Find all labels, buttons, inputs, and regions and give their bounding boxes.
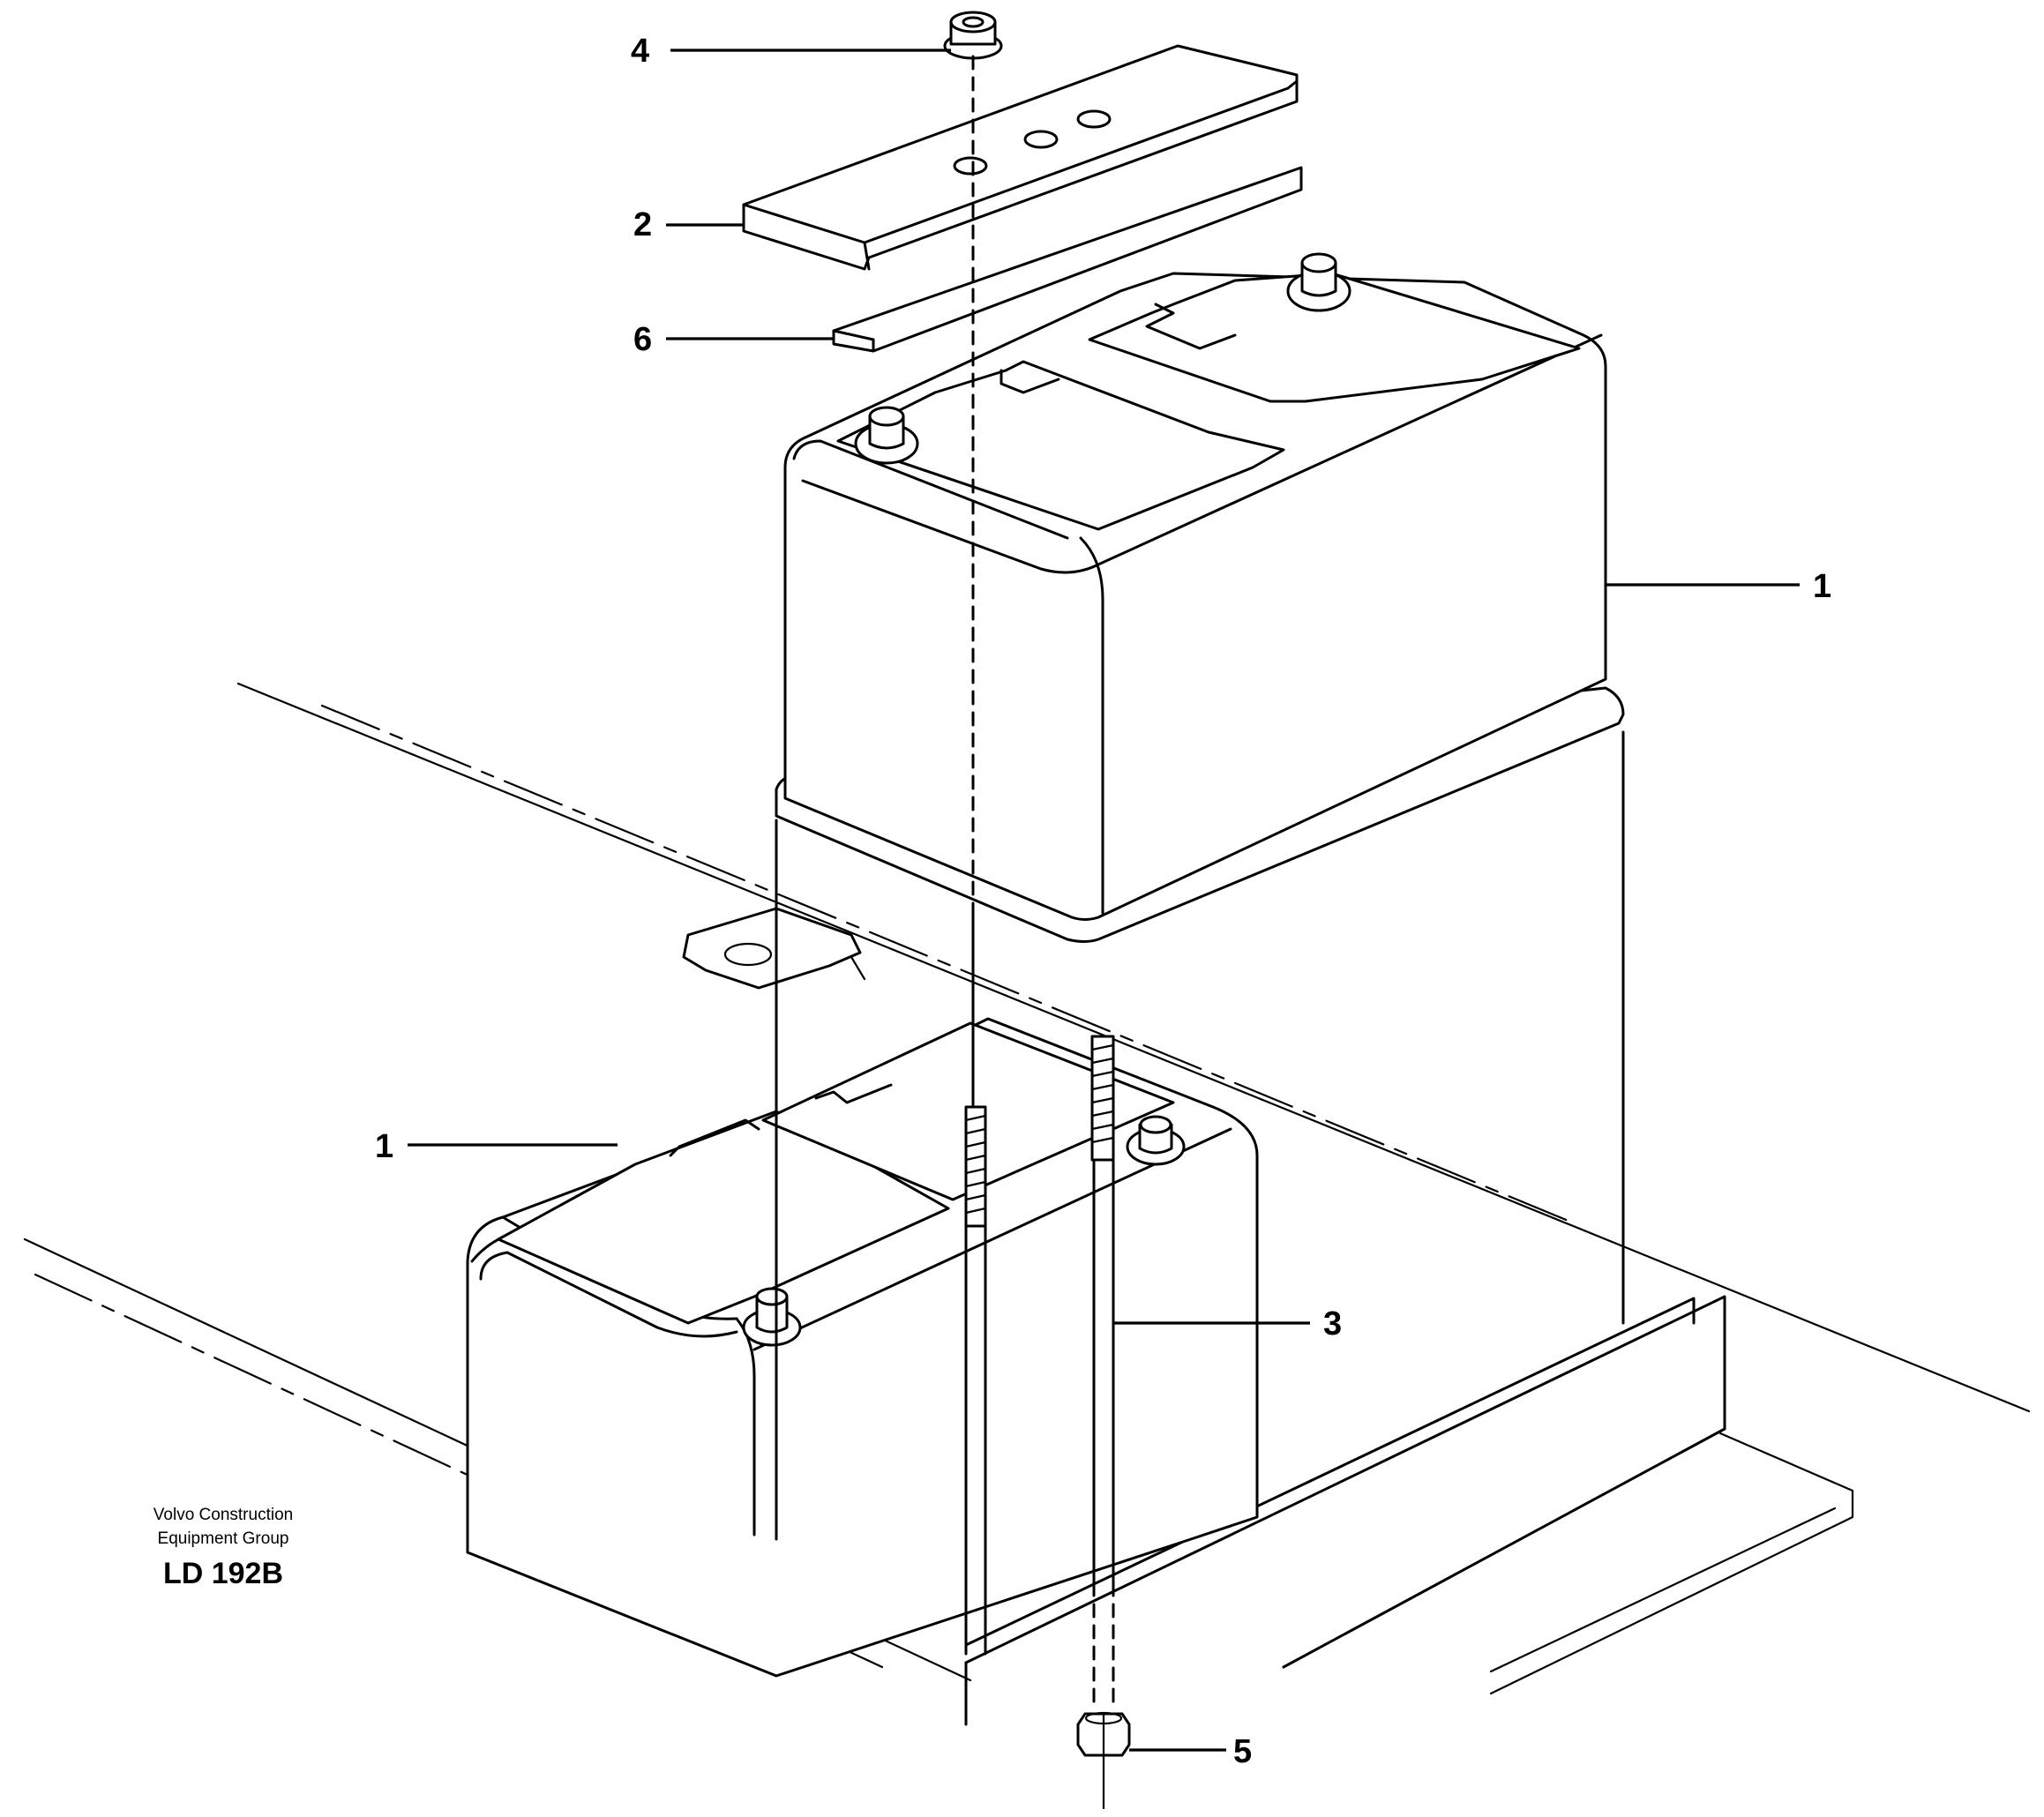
callout-5: 5 xyxy=(1129,1733,1252,1770)
callout-number-5: 5 xyxy=(1233,1733,1252,1770)
figure-caption: Volvo Construction Equipment Group LD 19… xyxy=(153,1506,293,1590)
callout-number-3: 3 xyxy=(1323,1305,1342,1342)
callout-3: 3 xyxy=(1113,1305,1342,1342)
callout-4: 4 xyxy=(631,33,951,70)
callout-number-1-top: 1 xyxy=(1813,568,1831,605)
caption-figure-code: LD 192B xyxy=(163,1557,283,1590)
upper-battery xyxy=(775,252,1625,943)
lower-battery-terminal-1 xyxy=(742,1287,802,1347)
callout-number-4: 4 xyxy=(631,33,649,70)
upper-battery-terminal-1 xyxy=(854,406,919,465)
caption-company-line-2: Equipment Group xyxy=(158,1529,289,1548)
flange-nut-top xyxy=(943,11,1003,60)
hold-down-clamp xyxy=(742,44,1299,271)
callout-1-bottom: 1 xyxy=(375,1128,618,1165)
callout-number-6: 6 xyxy=(633,321,652,358)
callout-number-2: 2 xyxy=(633,206,652,243)
upper-battery-terminal-2 xyxy=(1286,252,1351,312)
hex-nut-bottom xyxy=(1076,1711,1131,1757)
callout-1-top: 1 xyxy=(1606,568,1831,605)
rubber-strip xyxy=(832,166,1303,353)
lower-battery xyxy=(466,1017,1259,1678)
callout-number-1-bottom: 1 xyxy=(375,1128,393,1165)
callout-2: 2 xyxy=(633,206,744,243)
lower-battery-terminal-2 xyxy=(1126,1115,1186,1166)
caption-company-line-1: Volvo Construction xyxy=(153,1506,293,1524)
callout-6: 6 xyxy=(633,321,834,358)
tie-rods xyxy=(775,55,1625,1810)
